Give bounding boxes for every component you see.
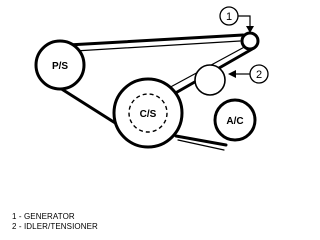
crankshaft-pulley: C/S	[112, 77, 184, 149]
power-steering-pulley: P/S	[34, 39, 86, 91]
power-steering-label: P/S	[52, 61, 68, 72]
belt-strand-inner-3	[177, 139, 225, 151]
callout-1-leader	[238, 15, 251, 27]
idler-tensioner-pulley	[194, 64, 226, 96]
legend-item-generator: 1 - GENERATOR	[12, 212, 75, 221]
belt-strand-ps-to-cs	[58, 86, 122, 128]
callout-2: 2	[228, 64, 269, 84]
belt-strand-cs-to-ac	[174, 134, 228, 147]
belt-strand-ps-to-gen	[66, 33, 245, 47]
ac-compressor-label: A/C	[226, 116, 243, 127]
crankshaft-label: C/S	[140, 109, 157, 120]
crankshaft-inner-hub	[128, 93, 168, 133]
callout-1-number: 1	[226, 11, 232, 23]
callout-2-number: 2	[256, 69, 262, 81]
belt-strand-inner-1	[74, 40, 241, 52]
generator-pulley	[240, 31, 260, 51]
belt-routing-diagram: P/S C/S A/C 1 2	[34, 6, 269, 151]
legend-item-idler-tensioner: 2 - IDLER/TENSIONER	[12, 222, 98, 231]
callout-1: 1	[219, 6, 254, 33]
callout-1-arrowhead	[246, 26, 254, 33]
ac-compressor-pulley: A/C	[213, 98, 257, 142]
callout-2-arrowhead	[228, 70, 236, 78]
